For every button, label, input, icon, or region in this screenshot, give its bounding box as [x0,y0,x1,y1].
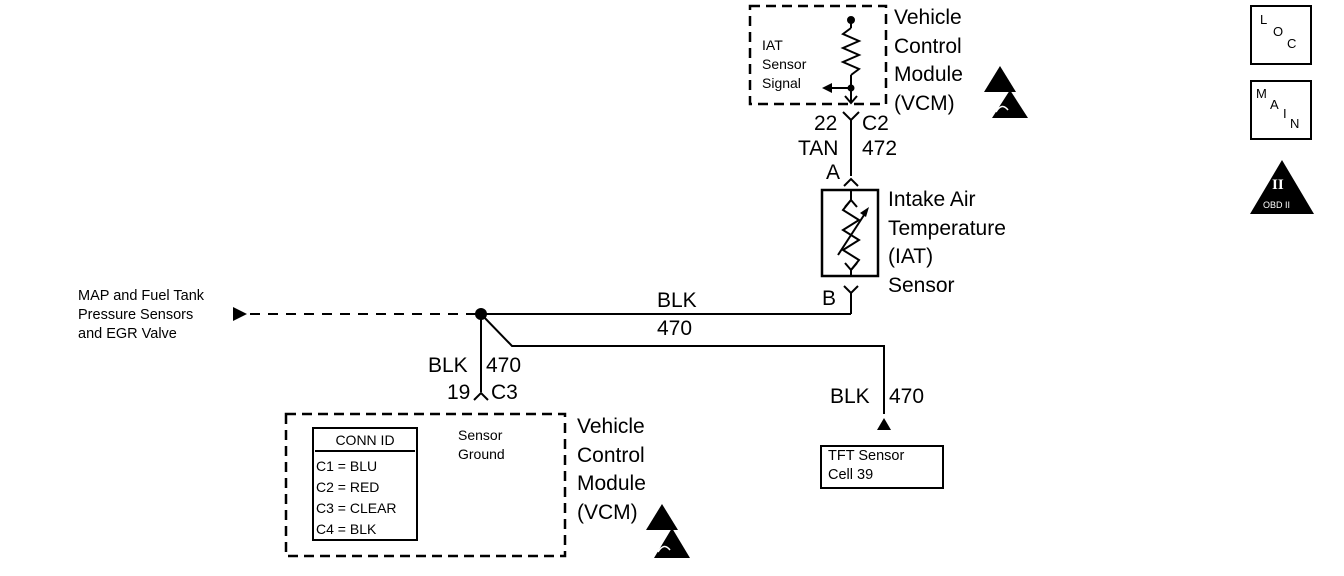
module-label-line: Vehicle [894,6,962,29]
iat-signal-label: IAT Sensor Signal [762,36,806,93]
module-label-line: Vehicle [577,415,645,438]
ground-wire-circuit: 470 [657,317,693,340]
iat-pin-b: B [822,287,837,310]
signal-label-line: IAT [762,37,783,53]
drop-wire-color: BLK [428,354,468,377]
icon-letter: N [1290,116,1300,131]
thermistor-icon [837,190,869,276]
tft-reference-arrow-icon [877,418,891,430]
map-label-line: Pressure Sensors [78,307,194,323]
c3-pin-number: 19 [447,381,471,404]
tft-reference-box [820,445,944,489]
conn-id-row: C3 = CLEAR [316,500,397,516]
upper-wire-color: TAN [798,137,839,160]
module-label-line: Control [577,443,645,467]
map-reference-line [233,307,476,321]
icon-letter: A [1270,97,1279,112]
conn-id-row: C1 = BLU [316,458,378,474]
sensor-ground-label: Sensor Ground [458,426,505,464]
drop-wire-circuit: 470 [486,354,522,377]
tft-reference-line: Cell 39 [828,467,874,483]
connector-c2-icon [842,111,860,187]
map-reference-label: MAP and Fuel Tank Pressure Sensors and E… [78,287,204,344]
tft-branch-wire [480,313,885,414]
ground-label-line: Ground [458,446,505,462]
tft-wire-circuit: 470 [889,385,925,408]
signal-label-line: Signal [762,75,801,91]
ground-label-line: Sensor [458,427,503,443]
sensor-label-line: Sensor [888,273,955,297]
top-vcm-box [748,4,888,106]
tft-reference-link[interactable]: TFT Sensor Cell 39 [828,447,904,485]
icon-letter: I [1283,106,1287,121]
iat-sensor-label: Intake Air Temperature (IAT) Sensor [888,186,1006,300]
conn-id-table-box [312,427,418,541]
main-icon[interactable]: M A I N [1250,80,1312,140]
esd-warning-icon [984,66,1028,118]
icon-letter: C [1287,36,1297,51]
upper-wire-circuit: 472 [862,137,898,160]
obd-numeral: II [1272,177,1284,193]
obd-ii-icon [1250,160,1314,214]
map-label-line: MAP and Fuel Tank [78,288,205,304]
c3-connector-id: C3 [491,381,518,404]
module-label-line: Module [577,472,646,495]
sensor-label-line: Intake Air [888,188,976,211]
conn-id-title: CONN ID [315,430,415,452]
module-label-line: (VCM) [894,91,955,115]
iat-pin-a: A [826,161,841,184]
conn-id-row: C4 = BLK [316,521,377,537]
signal-label-line: Sensor [762,56,807,72]
sensor-label-line: (IAT) [888,245,934,268]
ground-wire [482,285,859,315]
module-label-line: (VCM) [577,500,638,524]
c2-pin-number: 22 [814,112,838,135]
loc-icon[interactable]: L O C [1250,5,1312,65]
c2-connector-id: C2 [862,112,889,135]
sensor-label-line: Temperature [888,216,1006,240]
conn-id-row: C2 = RED [316,479,380,495]
obd-label: OBD II [1263,200,1291,210]
icon-letter: M [1256,86,1267,101]
module-label-line: Module [894,63,963,86]
iat-sensor-box [820,188,880,278]
icon-letter: O [1273,24,1284,39]
bottom-vcm-module-label: Vehicle Control Module (VCM) [577,413,646,527]
vertical-drop-wire [473,314,489,401]
tft-reference-line: TFT Sensor [828,448,905,464]
bottom-vcm-box [284,412,567,558]
module-label-line: Control [894,34,962,58]
vcm-pullup-resistor-icon [822,16,862,105]
tft-wire-color: BLK [830,385,870,408]
map-label-line: and EGR Valve [78,326,177,342]
ground-wire-color: BLK [657,289,697,312]
top-vcm-module-label: Vehicle Control Module (VCM) [894,4,963,118]
esd-warning-icon [646,504,690,558]
icon-letter: L [1260,12,1268,27]
